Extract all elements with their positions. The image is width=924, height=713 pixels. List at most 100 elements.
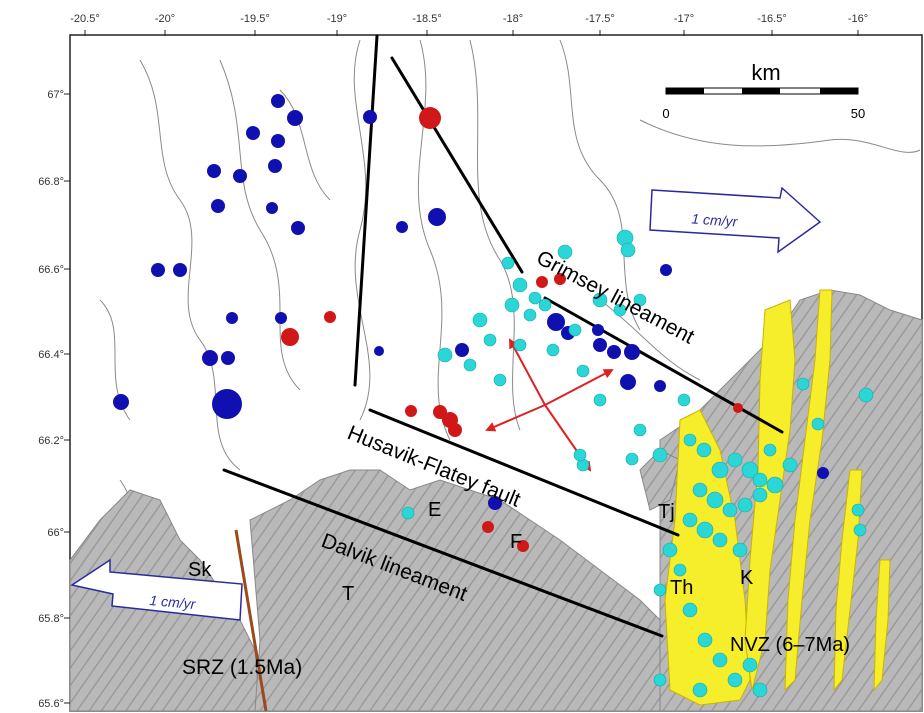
place-f: F: [510, 531, 522, 553]
earthquake-event-cyan: [652, 447, 668, 463]
earthquake-event-blue: [211, 199, 225, 213]
earthquake-event-blue: [624, 344, 640, 360]
lon-tick: -16.5°: [757, 13, 786, 25]
earthquake-event-blue: [654, 380, 666, 392]
earthquake-event-blue: [592, 324, 604, 336]
earthquake-event-blue: [151, 263, 165, 277]
scale-unit: km: [751, 60, 780, 85]
earthquake-event-blue: [287, 110, 303, 126]
earthquake-event-cyan: [741, 461, 759, 479]
dalvik-lineament-line: [222, 468, 664, 638]
earthquake-event-blue: [660, 264, 672, 276]
axis-tick-marks: [64, 30, 859, 704]
earthquake-event-blue: [374, 346, 384, 356]
earthquake-event-cyan: [673, 563, 687, 577]
earthquake-event-blue: [396, 221, 408, 233]
arrow-east-label: 1 cm/yr: [691, 210, 739, 229]
lon-tick: -19°: [327, 13, 347, 25]
earthquake-event-blue: [207, 164, 221, 178]
srz-label: SRZ (1.5Ma): [182, 656, 302, 679]
earthquake-event-cyan: [401, 506, 415, 520]
earthquake-event-blue: [363, 110, 377, 124]
earthquake-event-cyan: [752, 472, 768, 488]
earthquake-event-cyan: [858, 387, 874, 403]
earthquake-event-cyan: [683, 433, 697, 447]
lon-tick: -18.5°: [412, 13, 441, 25]
earthquake-event-cyan: [557, 244, 573, 260]
earthquake-event-blue: [547, 313, 565, 331]
scale-end: 50: [851, 106, 865, 121]
earthquake-event-cyan: [682, 512, 698, 528]
place-e: E: [428, 499, 441, 521]
earthquake-event-blue: [275, 312, 287, 324]
earthquake-event-blue: [226, 312, 238, 324]
earthquake-event-red: [517, 540, 529, 552]
earthquake-event-red: [733, 403, 743, 413]
earthquake-event-cyan: [796, 377, 810, 391]
earthquake-event-blue: [607, 345, 621, 359]
earthquake-event-blue: [620, 374, 636, 390]
earthquake-event-red: [405, 405, 417, 417]
earthquake-event-cyan: [501, 256, 515, 270]
earthquake-event-blue: [488, 496, 502, 510]
earthquake-event-blue: [233, 169, 247, 183]
srz-line: [234, 529, 268, 712]
lat-tick: 65.6°: [38, 698, 64, 710]
lon-tick: -17°: [674, 13, 694, 25]
earthquake-event-cyan: [463, 358, 477, 372]
lat-tick: 66°: [47, 527, 64, 539]
lat-tick: 66.8°: [38, 176, 64, 188]
lat-tick: 66.4°: [38, 349, 64, 361]
earthquake-event-cyan: [727, 672, 743, 688]
earthquake-event-cyan: [737, 497, 753, 513]
earthquake-event-cyan: [493, 373, 507, 387]
earthquake-event-blue: [455, 343, 469, 357]
earthquake-event-cyan: [528, 291, 542, 305]
earthquake-event-cyan: [682, 602, 698, 618]
earthquake-event-red: [324, 311, 336, 323]
lon-axis: -20.5° -20° -19.5° -19° -18.5° -18° -17.…: [70, 13, 868, 25]
fissure-swarms: [664, 289, 891, 706]
earthquake-event-red: [554, 273, 566, 285]
lat-tick: 66.2°: [38, 435, 64, 447]
lon-tick: -16°: [848, 13, 868, 25]
events-blue: [113, 94, 829, 510]
scale-bar: km 0 50: [662, 60, 865, 121]
earthquake-event-cyan: [811, 417, 825, 431]
earthquake-event-cyan: [625, 452, 639, 466]
earthquake-event-cyan: [752, 682, 768, 698]
earthquake-event-cyan: [483, 333, 497, 347]
earthquake-event-blue: [428, 208, 446, 226]
earthquake-event-cyan: [697, 632, 713, 648]
lat-tick: 65.8°: [38, 613, 64, 625]
lon-tick: -20°: [155, 13, 175, 25]
earthquake-event-cyan: [696, 521, 714, 539]
earthquake-event-cyan: [853, 523, 867, 537]
earthquake-event-cyan: [742, 657, 758, 673]
place-th: Th: [670, 577, 693, 599]
earthquake-event-cyan: [633, 293, 647, 307]
place-t: T: [342, 583, 354, 605]
events-red: [281, 107, 743, 552]
earthquake-event-cyan: [727, 452, 743, 468]
arrow-west-label: 1 cm/yr: [149, 592, 197, 612]
events-cyan: [401, 229, 874, 698]
earthquake-event-blue: [173, 263, 187, 277]
earthquake-event-cyan: [523, 308, 537, 322]
husavik-flatey-fault-line: [368, 408, 680, 537]
scale-start: 0: [662, 106, 669, 121]
earthquake-event-cyan: [766, 476, 784, 494]
lon-tick: -19.5°: [240, 13, 269, 25]
earthquake-event-blue: [271, 134, 285, 148]
earthquake-event-cyan: [677, 393, 691, 407]
earthquake-event-blue: [221, 351, 235, 365]
earthquake-event-cyan: [504, 297, 520, 313]
lon-tick: -18°: [503, 13, 523, 25]
earthquake-event-cyan: [711, 461, 729, 479]
earthquake-event-blue: [268, 159, 282, 173]
earthquake-event-cyan: [696, 442, 712, 458]
earthquake-event-cyan: [732, 542, 748, 558]
earthquake-event-cyan: [633, 423, 647, 437]
